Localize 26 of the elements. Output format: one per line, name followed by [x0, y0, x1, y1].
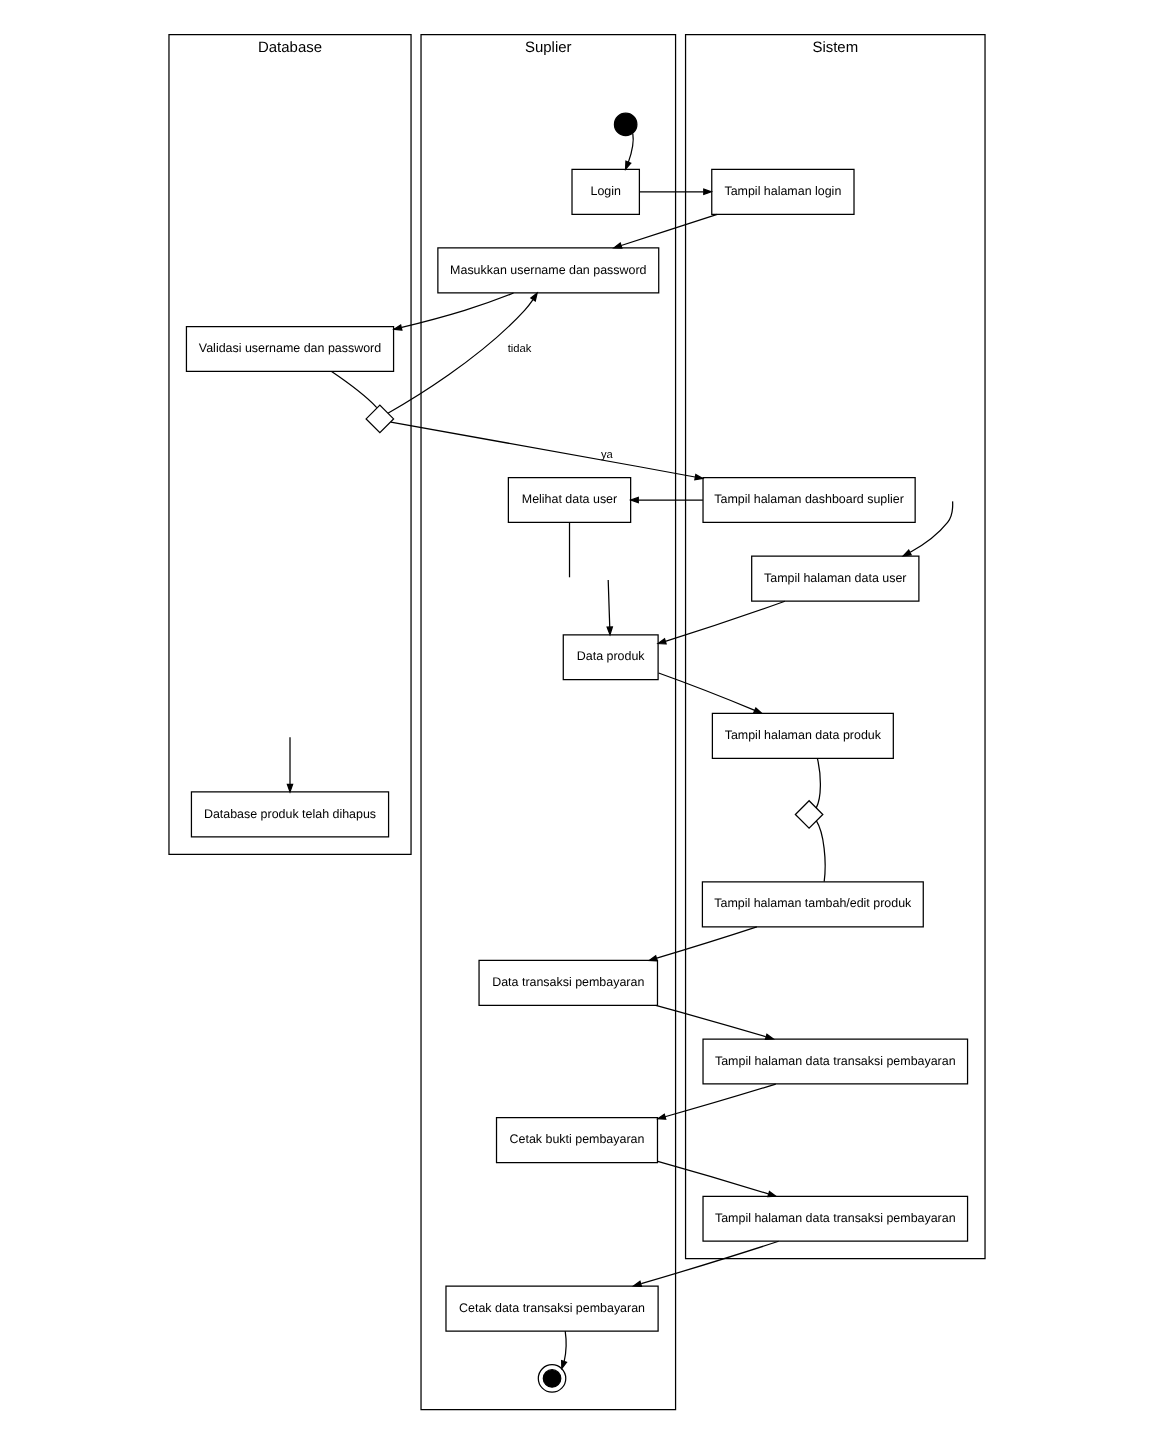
node-diamond [365, 404, 395, 434]
node-diamond [794, 799, 824, 830]
arrow [286, 736, 294, 794]
arrow [612, 213, 718, 249]
connector [815, 758, 821, 809]
arrow [561, 1330, 568, 1371]
arrow [656, 1083, 777, 1120]
arrow [387, 291, 539, 414]
arrow [647, 926, 758, 962]
arrow [655, 1004, 776, 1040]
arrow [656, 600, 786, 645]
connector [330, 370, 378, 409]
arrow [624, 133, 634, 171]
node-circle [537, 1364, 567, 1393]
arrow [390, 421, 705, 481]
arrow [631, 1240, 780, 1288]
arrow [392, 292, 515, 331]
arrow [639, 188, 714, 196]
connector [568, 522, 571, 578]
connector [815, 820, 826, 883]
arrow [628, 496, 704, 504]
arrow [657, 672, 764, 714]
arrow [606, 579, 614, 637]
arrow [657, 1160, 778, 1198]
node-circle [613, 112, 638, 137]
arrow [901, 500, 954, 557]
